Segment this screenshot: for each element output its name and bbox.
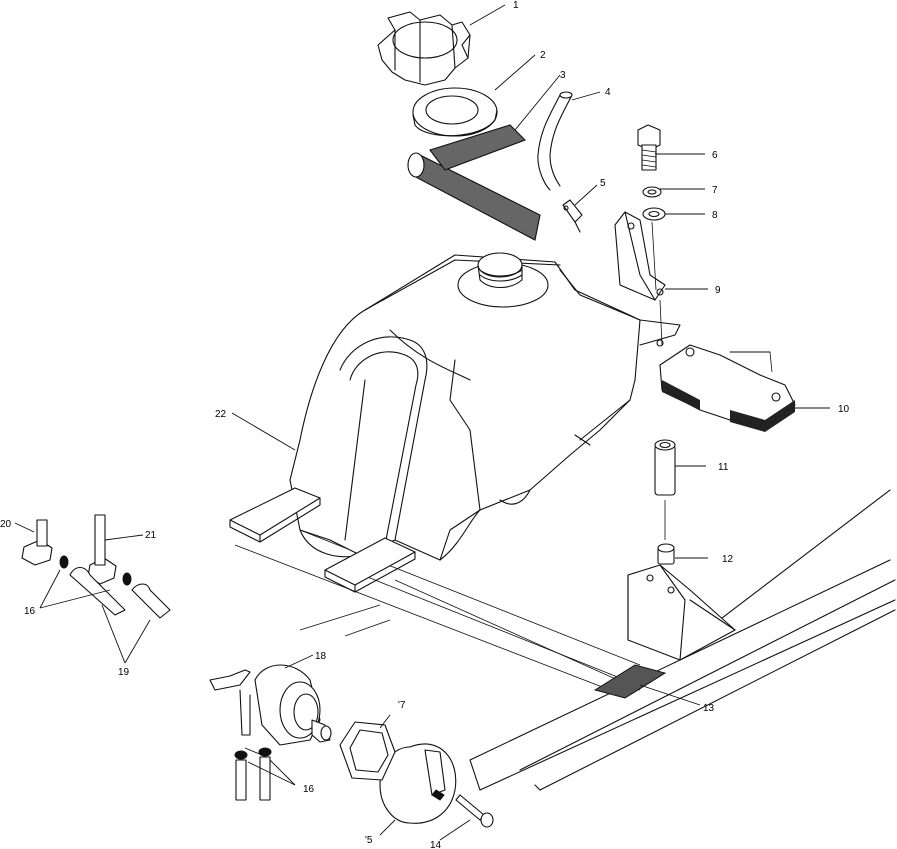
callout-7: 7 <box>712 185 718 196</box>
callout-16-pump: 16 <box>303 784 315 795</box>
vent-hose <box>537 91 573 191</box>
fuel-cap <box>377 11 471 86</box>
callout-15: '5 <box>365 835 373 846</box>
pump-cover <box>379 743 457 824</box>
callout-17: '7 <box>398 700 406 711</box>
callout-11: 11 <box>718 462 729 473</box>
fuel-tank <box>289 252 681 561</box>
callout-14: 14 <box>430 840 442 849</box>
callout-1: 1 <box>513 0 519 11</box>
screw <box>455 794 494 828</box>
pump-hose-fittings <box>234 747 272 801</box>
washers <box>642 186 666 221</box>
leader-lines <box>14 4 830 841</box>
callout-22: 22 <box>215 409 227 420</box>
fuel-pump <box>209 664 332 746</box>
callout-19: 19 <box>118 667 130 678</box>
foam-filter <box>407 124 541 241</box>
callout-8: 8 <box>712 210 718 221</box>
frame-bracket <box>627 564 736 661</box>
callout-13: 13 <box>703 703 715 714</box>
part-13-pad <box>593 664 667 699</box>
callout-9: 9 <box>715 285 721 296</box>
bushing <box>657 543 675 565</box>
callout-12: 12 <box>722 554 734 565</box>
hex-nut <box>339 721 396 781</box>
block-mount <box>659 344 796 432</box>
gasket-ring <box>412 87 498 137</box>
callout-5: 5 <box>600 178 606 189</box>
valve-assembly <box>21 514 171 619</box>
callout-20: 20 <box>0 519 12 530</box>
spacer-tube <box>654 439 676 540</box>
callout-labels: 1 2 3 4 5 6 7 8 9 10 11 12 13 14 '5 '7 1… <box>0 0 850 849</box>
callout-3: 3 <box>560 70 566 81</box>
callout-21: 21 <box>145 530 157 541</box>
callout-16-valve: 16 <box>24 606 36 617</box>
callout-10: 10 <box>838 404 850 415</box>
callout-18: 18 <box>315 651 327 662</box>
callout-6: 6 <box>712 150 718 161</box>
tank-foot-pads <box>229 487 416 593</box>
callout-4: 4 <box>605 87 611 98</box>
bolt <box>637 124 661 171</box>
callout-2: 2 <box>540 50 546 61</box>
mount-bracket <box>614 211 666 346</box>
vent-fitting <box>562 199 583 233</box>
